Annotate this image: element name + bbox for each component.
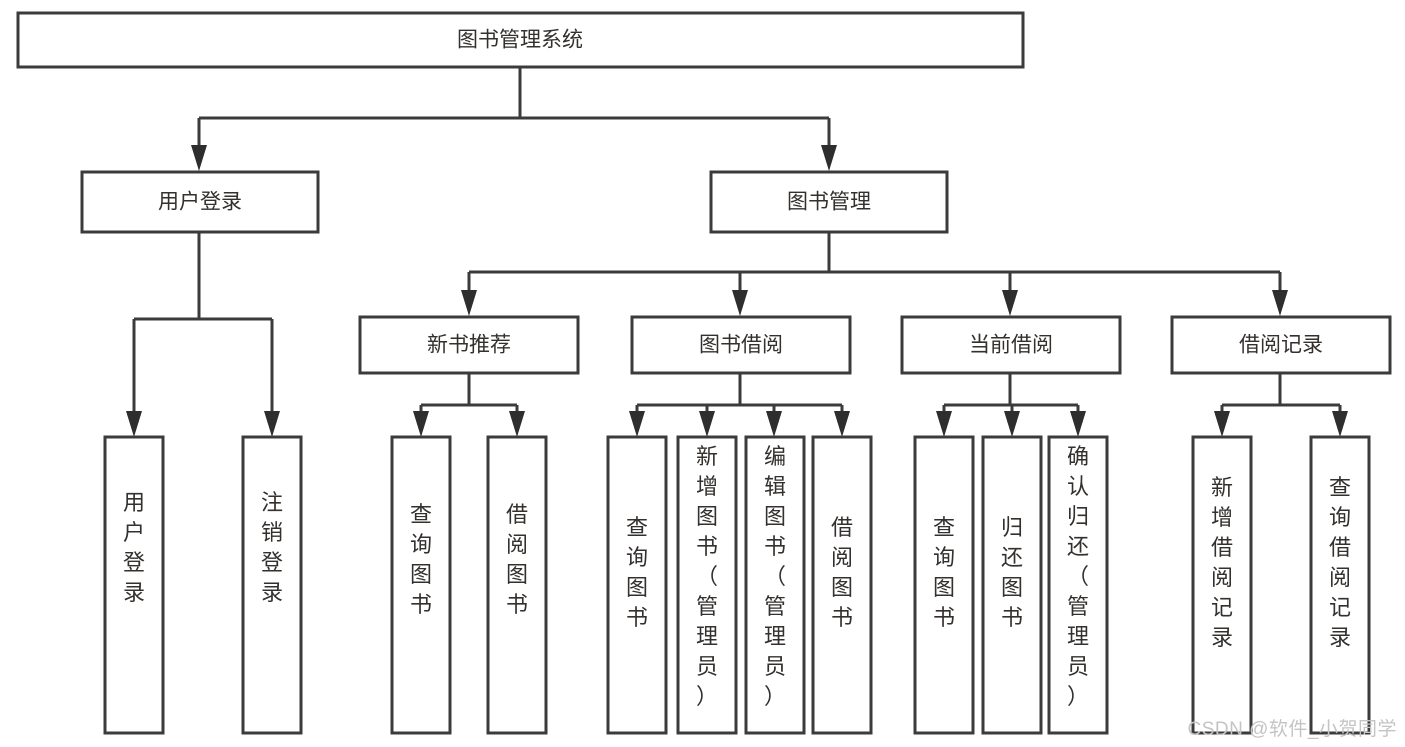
leaf-query-book-borrow-label: 查询图书 [626,515,648,630]
leaf-query-book-recommend-label: 查询图书 [410,502,432,617]
node-user-login-box [80,170,320,234]
leaf-confirm-return-admin-box [1047,435,1109,735]
leaf-return-book-label: 归还图书 [1001,515,1023,630]
node-book-borrow[interactable]: 图书借阅 [630,315,852,375]
node-borrow-record-label: 借阅记录 [1239,334,1323,357]
node-root-book-management-system[interactable]: 图书管理系统 [16,11,1025,69]
leaf-node-user-login[interactable]: 用户登录 [103,435,165,735]
leaf-borrow-book-recommend-label: 借阅图书 [506,502,528,617]
node-root-label: 图书管理系统 [457,29,583,52]
arrow-head-icon [732,290,748,316]
node-current-borrow-box [900,315,1122,375]
arrow-head-icon [509,411,525,437]
leaf-query-book-current-label: 查询图书 [933,515,955,630]
arrow-head-icon [264,411,280,437]
node-current-borrow[interactable]: 当前借阅 [900,315,1122,375]
arrow-head-icon [1272,290,1288,316]
node-borrow-record[interactable]: 借阅记录 [1170,315,1392,375]
node-user-login-label: 用户登录 [158,191,242,214]
leaf-user-login-label: 用户登录 [123,490,145,605]
arrow-head-icon [936,411,952,437]
leaf-query-borrow-record-label: 查询借阅记录 [1329,475,1351,650]
leaf-edit-book-admin-label: 编辑图书（管理员） [764,444,786,709]
leaf-borrow-book-box [811,435,873,735]
arrow-head-icon [126,411,142,437]
leaf-node-query-borrow-record[interactable]: 查询借阅记录 [1309,435,1371,735]
leaf-node-return-book[interactable]: 归还图书 [981,435,1043,735]
leaf-query-book-recommend-box [390,435,452,735]
leaf-query-borrow-record-box [1309,435,1371,735]
leaf-return-book-box [981,435,1043,735]
leaf-query-book-borrow-box [606,435,668,735]
leaf-add-borrow-record-box [1191,435,1253,735]
arrow-head-icon [461,290,477,316]
connectors-group [126,67,1348,437]
node-current-borrow-label: 当前借阅 [969,334,1053,357]
arrow-head-icon [191,145,207,171]
leaf-node-query-book-borrow[interactable]: 查询图书 [606,435,668,735]
node-new-book-recommend-box [358,315,580,375]
leaf-node-add-borrow-record[interactable]: 新增借阅记录 [1191,435,1253,735]
leaf-node-edit-book-admin[interactable]: 编辑图书（管理员） [744,435,806,735]
arrow-head-icon [1332,411,1348,437]
leaf-node-query-book-recommend[interactable]: 查询图书 [390,435,452,735]
leaf-borrow-book-label: 借阅图书 [831,515,853,630]
leaf-node-confirm-return-admin[interactable]: 确认归还（管理员） [1047,435,1109,735]
leaf-add-book-admin-box [676,435,738,735]
leaf-node-logout[interactable]: 注销登录 [241,435,303,735]
leaf-node-add-book-admin[interactable]: 新增图书（管理员） [676,435,738,735]
node-borrow-record-box [1170,315,1392,375]
leaf-add-borrow-record-label: 新增借阅记录 [1211,475,1233,650]
node-new-book-recommend-label: 新书推荐 [427,334,511,357]
leaf-node-borrow-book-recommend[interactable]: 借阅图书 [486,435,548,735]
arrow-head-icon [413,411,429,437]
arrow-head-icon [821,145,837,171]
arrow-head-icon [834,411,850,437]
arrow-head-icon [1002,290,1018,316]
leaf-logout-box [241,435,303,735]
node-book-borrow-label: 图书借阅 [699,334,783,357]
node-root-box [16,11,1025,69]
arrow-head-icon [699,411,715,437]
leaf-borrow-book-recommend-box [486,435,548,735]
node-book-management[interactable]: 图书管理 [709,170,949,234]
node-book-borrow-box [630,315,852,375]
leaf-logout-label: 注销登录 [261,490,283,605]
leaf-add-book-admin-label: 新增图书（管理员） [696,444,718,709]
leaf-confirm-return-admin-label: 确认归还（管理员） [1067,444,1089,709]
leaf-query-book-current-box [913,435,975,735]
node-user-login[interactable]: 用户登录 [80,170,320,234]
node-book-management-label: 图书管理 [787,191,871,214]
leaf-node-query-book-current[interactable]: 查询图书 [913,435,975,735]
leaf-user-login-box [103,435,165,735]
arrow-head-icon [1070,411,1086,437]
leaf-edit-book-admin-box [744,435,806,735]
leaf-node-borrow-book[interactable]: 借阅图书 [811,435,873,735]
arrow-head-icon [1004,411,1020,437]
node-book-management-box [709,170,949,234]
node-new-book-recommend[interactable]: 新书推荐 [358,315,580,375]
arrow-head-icon [766,411,782,437]
arrow-head-icon [1214,411,1230,437]
arrow-head-icon [629,411,645,437]
